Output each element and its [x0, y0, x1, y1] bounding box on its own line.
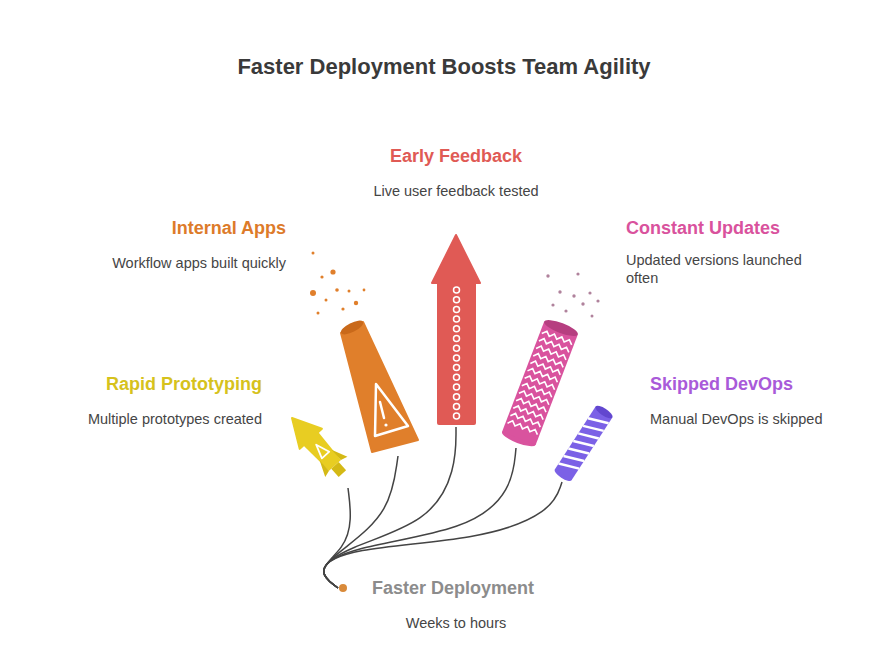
shape-outline: [550, 402, 614, 482]
node-heading: Early Feedback: [390, 145, 522, 168]
cone-top: [339, 318, 365, 337]
rocket-tail: [331, 462, 346, 477]
rocket-dot: [454, 316, 460, 322]
rocket-fin: [314, 445, 347, 477]
firework-cylinder: Skipped DevOpsManual DevOps is skipped: [550, 402, 614, 482]
orange-sparks: [310, 252, 365, 315]
spark-dot: [310, 290, 316, 296]
firework-rocket: Early FeedbackLive user feedback tested: [430, 233, 482, 427]
rocket-dot: [454, 374, 460, 380]
spark-dot: [335, 288, 339, 292]
warning-mark: [380, 402, 384, 418]
node-description: Updated versions launched often: [626, 251, 821, 287]
fuse-line: [324, 488, 351, 588]
rocket-dot: [454, 355, 460, 361]
firework-cylinder: Constant UpdatesUpdated versions launche…: [498, 318, 582, 448]
cylinder-body: [555, 407, 613, 481]
rocket-group: [281, 408, 354, 484]
spark-dot: [325, 299, 328, 302]
cylinder-body: [502, 322, 578, 445]
fuse-origin: Faster DeploymentWeeks to hours: [338, 583, 348, 593]
node-heading: Internal Apps: [172, 217, 286, 240]
node-heading: Skipped DevOps: [650, 373, 793, 396]
spark-dot: [330, 269, 335, 274]
node-heading: Rapid Prototyping: [106, 373, 262, 396]
rocket-window: [312, 441, 329, 458]
cylinder-group: [553, 404, 614, 484]
rocket-dot: [454, 384, 460, 390]
pink-sparks: [546, 272, 599, 317]
rocket-dot: [454, 297, 460, 303]
firework-cone: Internal AppsWorkflow apps built quickly: [338, 318, 422, 456]
spark-dot: [320, 275, 323, 278]
shape-outline: [338, 583, 348, 593]
cone-body: [341, 322, 418, 452]
spark-dot: [596, 299, 599, 302]
spark-dot: [317, 312, 320, 315]
spark-dot: [312, 252, 315, 255]
diagram-title: Faster Deployment Boosts Team Agility: [237, 54, 650, 80]
fuse-line: [324, 456, 398, 588]
zigzag-stripe: [508, 419, 539, 434]
spark-dot: [551, 303, 554, 306]
spark-dot: [564, 309, 567, 312]
rocket-dot: [454, 413, 460, 419]
spark-dot: [341, 307, 344, 310]
rocket-dot: [454, 403, 460, 409]
rocket-dot: [454, 345, 460, 351]
rocket-dot: [454, 394, 460, 400]
spark-dot: [591, 315, 594, 318]
node-heading: Constant Updates: [626, 217, 780, 240]
node-description: Weeks to hours: [406, 614, 506, 632]
spark-dot: [576, 272, 579, 275]
rocket-dot: [454, 365, 460, 371]
firework-rocket: Rapid PrototypingMultiple prototypes cre…: [286, 412, 356, 488]
rocket-body: [437, 279, 476, 425]
rocket-dot: [454, 287, 460, 293]
node-description: Multiple prototypes created: [88, 410, 262, 428]
node-description: Workflow apps built quickly: [112, 254, 286, 272]
diagonal-stripe: [559, 458, 580, 475]
rocket-nose: [432, 235, 480, 283]
cylinder-top: [542, 317, 579, 339]
spark-dot: [348, 290, 351, 293]
spark-dot: [546, 274, 549, 277]
cylinder-top: [594, 404, 615, 421]
rocket-dot: [454, 326, 460, 332]
warning-triangle: [375, 384, 408, 436]
rocket-dot: [454, 336, 460, 342]
shape-outline: [338, 318, 422, 456]
spark-dot: [363, 289, 366, 292]
fuse-start-dot: [339, 584, 347, 592]
spark-dot: [558, 290, 561, 293]
shape-outline: [498, 318, 582, 448]
fuse-line: [324, 482, 562, 588]
warning-dot: [384, 423, 387, 426]
cylinder-group: [500, 317, 579, 449]
spark-dot: [354, 301, 358, 305]
fuse-line: [324, 448, 516, 588]
node-description: Manual DevOps is skipped: [650, 410, 822, 428]
shape-outline: [286, 412, 356, 488]
node-heading: Faster Deployment: [372, 577, 534, 600]
shape-outline: [430, 233, 482, 427]
rocket-dot: [454, 306, 460, 312]
fuse-line: [324, 427, 456, 588]
spark-dot: [588, 291, 591, 294]
spark-dot: [581, 302, 584, 305]
spark-dot: [572, 294, 575, 297]
node-description: Live user feedback tested: [373, 182, 538, 200]
